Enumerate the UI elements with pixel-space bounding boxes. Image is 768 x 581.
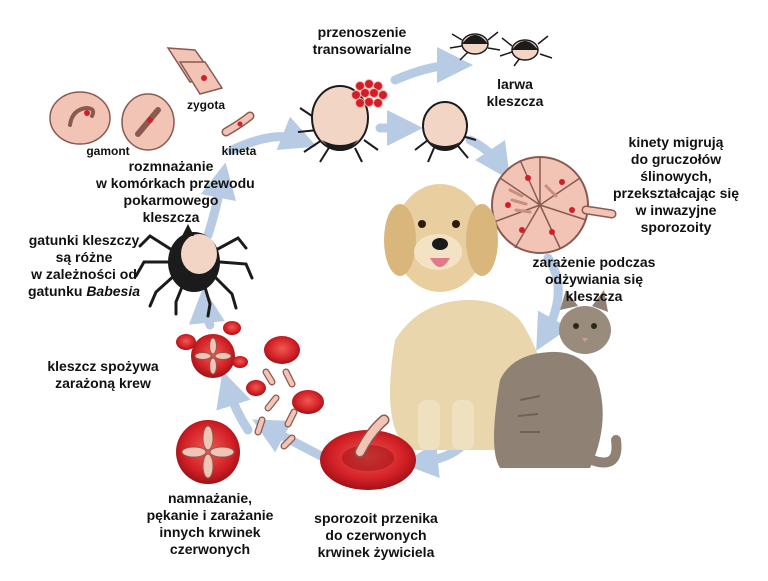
label-transovarial-line: transowarialne bbox=[312, 41, 412, 57]
label-reproduction: rozmnażanie w komórkach przewodu pokarmo… bbox=[96, 158, 255, 226]
salivary-gland bbox=[491, 156, 617, 254]
label-species-prefix: gatunku bbox=[27, 283, 87, 299]
label-multiplication-line: pękanie i zarażanie bbox=[146, 507, 274, 523]
host-rbc-invasion bbox=[320, 414, 416, 490]
arrow-gut-to-tick bbox=[227, 116, 317, 155]
arrow-to-larvae bbox=[390, 47, 473, 85]
nymph-tick bbox=[414, 101, 477, 163]
label-kinetes-line: ślinowych, bbox=[640, 168, 712, 184]
label-species-line: są różne bbox=[55, 249, 113, 265]
label-sporozoite: sporozoit przenika do czerwonych krwinek… bbox=[298, 510, 454, 561]
feeding-tick bbox=[134, 224, 254, 318]
arrow-salivary-to-host bbox=[536, 253, 570, 351]
label-larva-line: kleszcza bbox=[486, 93, 544, 109]
label-kinetes: kinety migrują do gruczołów ślinowych, p… bbox=[596, 134, 756, 236]
cat-illustration bbox=[494, 290, 622, 468]
gamont-cells bbox=[49, 91, 175, 151]
label-infection-line: odżywiania się bbox=[544, 271, 644, 287]
label-kineta: kineta bbox=[221, 144, 257, 158]
label-transovarial: przenoszenie transowarialne bbox=[300, 24, 424, 58]
arrow-rbc-to-burst bbox=[252, 419, 330, 463]
label-gamont: gamont bbox=[86, 144, 130, 158]
tick-eggs bbox=[351, 79, 388, 108]
label-reproduction-line: pokarmowego bbox=[123, 192, 219, 208]
label-species-line: gatunki kleszczy bbox=[28, 232, 140, 248]
arrow-tick-to-gut bbox=[200, 162, 237, 240]
label-infection-line: kleszcza bbox=[565, 288, 623, 304]
arrow-to-salivary bbox=[465, 135, 510, 180]
bursting-rbcs bbox=[246, 336, 324, 450]
label-multiplication-line: czerwonych bbox=[169, 541, 251, 557]
label-infection-line: zarażenie podczas bbox=[532, 254, 656, 270]
label-multiplication-line: innych krwinek bbox=[159, 524, 261, 540]
label-tick-species: gatunki kleszczy są różne w zależności o… bbox=[18, 232, 150, 300]
label-infection: zarażenie podczas odżywiania się kleszcz… bbox=[522, 254, 666, 305]
label-kinetes-line: przekształcając się bbox=[612, 185, 740, 201]
label-species-line: gatunku Babesia bbox=[18, 283, 150, 300]
gamont-cell-1 bbox=[49, 91, 111, 145]
dividing-rbc bbox=[176, 420, 240, 484]
label-reproduction-line: rozmnażanie bbox=[128, 158, 214, 174]
label-tick-feeds-line: zarażoną krew bbox=[55, 375, 151, 391]
label-kinetes-line: w inwazyjne bbox=[635, 202, 717, 218]
label-reproduction-line: w komórkach przewodu bbox=[96, 175, 255, 191]
label-tick-feeds-line: kleszcz spożywa bbox=[47, 358, 159, 374]
label-kinetes-line: do gruczołów bbox=[630, 151, 722, 167]
ingested-rbcs bbox=[176, 321, 248, 378]
label-transovarial-line: przenoszenie bbox=[317, 24, 407, 40]
label-multiplication-line: namnażanie, bbox=[167, 490, 253, 506]
label-tick-feeds: kleszcz spożywa zarażoną krew bbox=[28, 358, 178, 392]
label-larva-line: larwa bbox=[497, 76, 533, 92]
arrow-burst-up bbox=[216, 370, 253, 435]
label-kinetes-line: kinety migrują bbox=[628, 134, 724, 150]
label-multiplication: namnażanie, pękanie i zarażanie innych k… bbox=[130, 490, 290, 558]
label-species-line: w zależności od bbox=[31, 266, 137, 282]
tick-larvae bbox=[449, 31, 553, 67]
label-sporozoite-line: krwinek żywiciela bbox=[317, 544, 435, 560]
kineta-cell bbox=[221, 111, 255, 137]
label-kinetes-line: sporozoity bbox=[640, 219, 712, 235]
label-sporozoite-line: sporozoit przenika bbox=[314, 510, 438, 526]
label-zygote: zygota bbox=[186, 98, 225, 112]
label-reproduction-line: kleszcza bbox=[142, 209, 200, 225]
zygote-cells bbox=[166, 47, 224, 95]
egg-laying-tick bbox=[297, 85, 379, 163]
label-larva: larwa kleszcza bbox=[470, 76, 560, 110]
label-species-italic: Babesia bbox=[86, 283, 141, 299]
label-sporozoite-line: do czerwonych bbox=[325, 527, 427, 543]
